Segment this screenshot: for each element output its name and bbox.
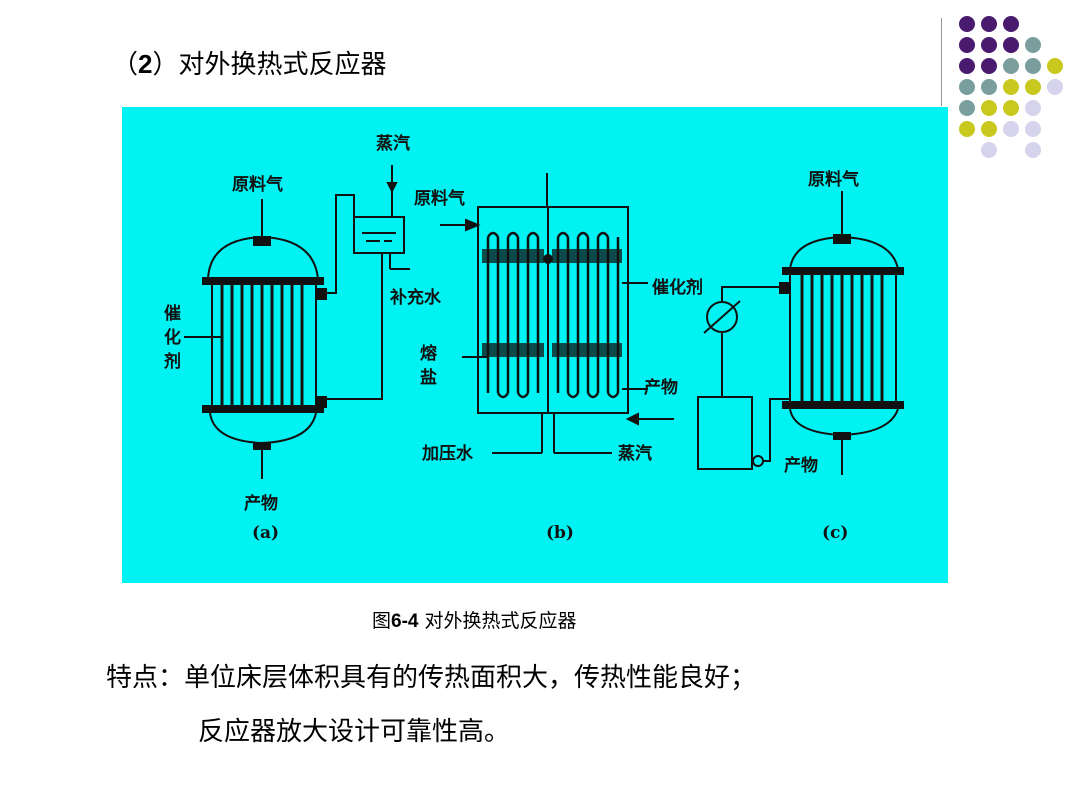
figure-caption: 图6-4 对外换热式反应器 [372, 608, 577, 635]
decorative-dot [1003, 121, 1019, 137]
reactor-b [440, 173, 674, 454]
caption-number: 6-4 [391, 611, 419, 632]
b-pressurized-water-label: 加压水 [421, 443, 474, 464]
decorative-dot [981, 58, 997, 74]
b-feed-label: 原料气 [414, 188, 465, 209]
decorative-dot [981, 100, 997, 116]
a-makeup-water-label: 补充水 [389, 287, 442, 308]
b-tag: (b) [546, 523, 574, 543]
b-salt-char-2: 盐 [420, 367, 437, 388]
decorative-dot [1025, 121, 1041, 137]
decorative-dot [1025, 58, 1041, 74]
a-steam-label: 蒸汽 [376, 133, 410, 154]
decorative-dot [1047, 79, 1063, 95]
b-salt-char-1: 熔 [420, 343, 438, 364]
decorative-dot [1047, 58, 1063, 74]
decorative-dot [1025, 100, 1041, 116]
decorative-dot [1025, 37, 1041, 53]
reactor-figure: 原料气 催 化 剂 产物 蒸汽 补充水 (a) 原料气 熔 盐 加压水 蒸汽 (… [122, 107, 948, 583]
decorative-dot [959, 37, 975, 53]
slide-title: （2）对外换热式反应器 [112, 46, 387, 83]
title-prefix: （ [112, 50, 139, 80]
feature-line-1: 特点：单位床层体积具有的传热面积大，传热性能良好； [106, 660, 756, 696]
decorative-dot [1003, 16, 1019, 32]
decorative-dot [959, 100, 975, 116]
decorative-dot [959, 79, 975, 95]
a-catalyst-char-3: 剂 [164, 351, 181, 372]
decorative-dot [1003, 58, 1019, 74]
a-feed-label: 原料气 [232, 174, 283, 195]
feature-label: 特点： [106, 663, 185, 693]
a-product-label: 产物 [244, 493, 278, 514]
feature-text-1: 单位床层体积具有的传热面积大，传热性能良好； [184, 663, 757, 693]
decorative-dot [1025, 79, 1041, 95]
decorative-dot [959, 121, 975, 137]
reactor-diagram: 原料气 催 化 剂 产物 蒸汽 补充水 (a) 原料气 熔 盐 加压水 蒸汽 (… [164, 133, 904, 543]
decorative-dot [1003, 100, 1019, 116]
a-tag: (a) [252, 523, 279, 543]
decorative-dot [981, 142, 997, 158]
c-feed-label: 原料气 [808, 169, 859, 190]
a-catalyst-char-1: 催 [164, 303, 181, 324]
a-catalyst-char-2: 化 [164, 327, 181, 348]
title-text: ）对外换热式反应器 [152, 50, 387, 80]
c-product-label: 产物 [784, 455, 818, 476]
reactor-c [697, 191, 904, 475]
decorative-dot [959, 58, 975, 74]
decorative-dot [1003, 79, 1019, 95]
divider-line [941, 18, 942, 106]
caption-text: 对外换热式反应器 [418, 610, 577, 632]
title-number: 2 [138, 49, 153, 79]
decorative-dot [959, 16, 975, 32]
decorative-dot [981, 121, 997, 137]
decorative-dot [1003, 37, 1019, 53]
feature-line-2: 反应器放大设计可靠性高。 [198, 717, 511, 747]
c-catalyst-label: 催化剂 [652, 277, 703, 298]
c-product-mid-label: 产物 [644, 377, 678, 398]
c-tag: (c) [822, 523, 848, 543]
decorative-dot-grid [959, 16, 1063, 158]
decorative-dot [981, 79, 997, 95]
decorative-dot [981, 37, 997, 53]
decorative-dot [981, 16, 997, 32]
reactor-a [184, 165, 410, 479]
decorative-dot [1025, 142, 1041, 158]
b-steam-label: 蒸汽 [618, 443, 652, 464]
caption-prefix: 图 [372, 610, 392, 632]
